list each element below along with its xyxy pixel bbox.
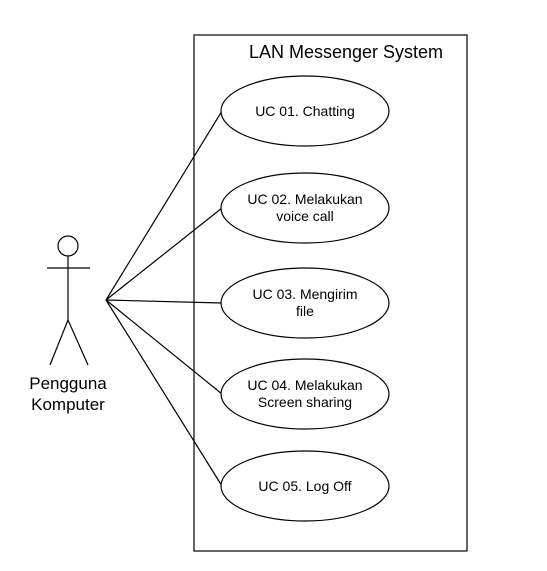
actor-name-line1: Pengguna: [29, 374, 107, 393]
use-case-label: UC 01. Chatting: [255, 103, 355, 119]
association-line-uc01: [105, 110, 223, 301]
use-case-uc01: UC 01. Chatting: [220, 75, 390, 147]
use-case-label: UC 05. Log Off: [258, 478, 351, 494]
use-case-label-line2: Screen sharing: [258, 394, 352, 410]
use-case-ellipse: [220, 172, 390, 244]
use-case-label-line2: voice call: [276, 208, 334, 224]
use-case-ellipse: [220, 267, 390, 339]
system-title: LAN Messenger System: [249, 42, 443, 62]
association-line-uc02: [105, 207, 223, 301]
use-case-label-line1: UC 04. Melakukan: [247, 377, 362, 393]
actor-name-line2: Komputer: [31, 395, 105, 414]
association-line-uc04: [105, 299, 223, 395]
use-case-uc03: UC 03. Mengirim file: [220, 267, 390, 339]
use-case-ellipse: [220, 450, 390, 522]
association-lines: [105, 110, 223, 487]
use-case-uc04: UC 04. Melakukan Screen sharing: [220, 358, 390, 430]
use-case-ellipse: [220, 75, 390, 147]
use-case-ellipse: [220, 358, 390, 430]
actor-stick-figure-icon: [47, 235, 90, 366]
actor-left-leg: [49, 319, 69, 366]
actor-head: [57, 235, 79, 257]
use-case-label-line1: UC 03. Mengirim: [252, 286, 357, 302]
actor-right-leg: [67, 319, 89, 366]
system-boundary: [193, 34, 468, 552]
use-case-label-line2: file: [296, 303, 314, 319]
use-case-uc02: UC 02. Melakukan voice call: [220, 172, 390, 244]
association-line-uc03: [105, 299, 223, 304]
use-case-label-line1: UC 02. Melakukan: [247, 191, 362, 207]
association-line-uc05: [105, 299, 223, 487]
use-case-uc05: UC 05. Log Off: [220, 450, 390, 522]
